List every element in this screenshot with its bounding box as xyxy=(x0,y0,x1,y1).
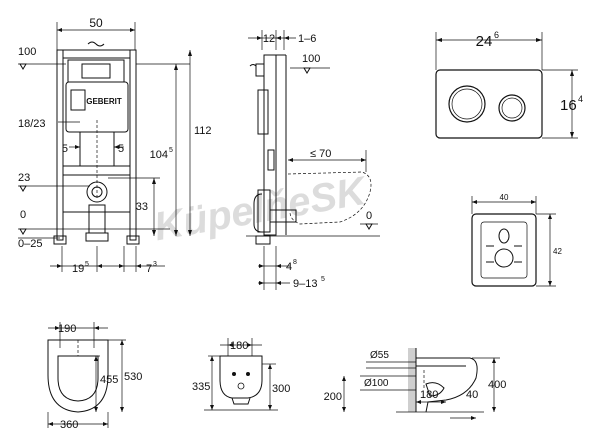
flush-button-small xyxy=(498,94,526,122)
dim-top-level: 100 xyxy=(18,46,36,58)
dim-side-bottom-b-sup: 5 xyxy=(321,276,325,283)
dim-front-left: 335 xyxy=(192,381,210,393)
dim-side-pipe-b: Ø100 xyxy=(364,378,389,389)
dim-plate-width-base: 24 xyxy=(476,33,493,50)
watermark: KüpelňeSK xyxy=(151,168,372,249)
dim-height-frame-base: 104 xyxy=(150,149,168,161)
dim-plate-height-base: 16 xyxy=(560,97,577,114)
dim-bowl-width: 360 xyxy=(60,419,78,431)
bowl-top-view: 190 455 530 360 xyxy=(47,322,142,431)
dim-bowl-length-a: 455 xyxy=(100,374,118,386)
dim-floor-range: 0–25 xyxy=(18,238,42,250)
dim-bowl-length-b: 530 xyxy=(124,371,142,383)
mounting-plate-view: 40 42 xyxy=(471,193,562,287)
dim-left-offset: 5 xyxy=(62,143,68,155)
dim-side-bottom-a-sup: 8 xyxy=(293,259,297,266)
dim-outlet-level: 23 xyxy=(18,172,30,184)
dim-side-top-range: 1–6 xyxy=(298,33,316,45)
dim-side-bottom-b-base: 9–13 xyxy=(293,278,317,290)
dim-right-offset: 5 xyxy=(118,143,124,155)
bowl-front-view: 180 335 300 xyxy=(192,338,290,411)
dim-mount-width: 40 xyxy=(500,193,509,202)
dim-side-top: 12 xyxy=(263,33,275,45)
bowl-side-view: Ø55 Ø100 200 400 180 40 xyxy=(324,348,506,420)
dim-outlet-height: 33 xyxy=(136,201,148,213)
dim-mount-height: 42 xyxy=(553,247,562,256)
mounting-plate xyxy=(471,213,537,287)
bowl-outline-top xyxy=(47,339,109,413)
flush-plate-view: 24 6 16 4 xyxy=(435,30,583,139)
dim-bowl-top: 190 xyxy=(58,323,76,335)
dim-front-right: 300 xyxy=(272,383,290,395)
dim-frame-width: 50 xyxy=(89,16,103,30)
dim-side-reach: ≤ 70 xyxy=(310,148,331,160)
dim-side-bottom-a-base: 4 xyxy=(286,261,292,273)
dim-side-floor: 0 xyxy=(366,210,372,222)
dim-front-top: 180 xyxy=(230,340,248,352)
frame-front-view: 50 GEBERIT 100 18/23 xyxy=(18,16,212,275)
dim-bottom-right-sup: 3 xyxy=(153,261,157,268)
dim-side-a: 180 xyxy=(420,389,438,401)
dim-inlet: 18/23 xyxy=(18,118,46,130)
flush-button-large xyxy=(448,85,486,123)
bowl-outline-front xyxy=(219,355,263,399)
dim-plate-width-sup: 6 xyxy=(494,30,499,40)
dim-bottom-left-sup: 5 xyxy=(85,261,89,268)
bowl-outline-side xyxy=(416,357,478,413)
dim-side-pipe-a: Ø55 xyxy=(370,350,389,361)
dim-floor: 0 xyxy=(20,209,26,221)
brand-logo: GEBERIT xyxy=(86,97,122,106)
dim-bottom-left-base: 19 xyxy=(72,263,84,275)
dim-height-frame-sup: 5 xyxy=(169,147,173,154)
dim-side-b: 40 xyxy=(466,389,478,401)
dim-height-total: 112 xyxy=(194,125,212,137)
dim-bottom-right-base: 7 xyxy=(146,263,152,275)
dim-plate-height-sup: 4 xyxy=(578,94,583,104)
frame-side-view: 12 1–6 100 ≤ 70 0 xyxy=(246,30,380,290)
dim-side-floor: 200 xyxy=(324,391,342,403)
dim-side-height: 400 xyxy=(488,379,506,391)
dim-side-level: 100 xyxy=(302,53,320,65)
